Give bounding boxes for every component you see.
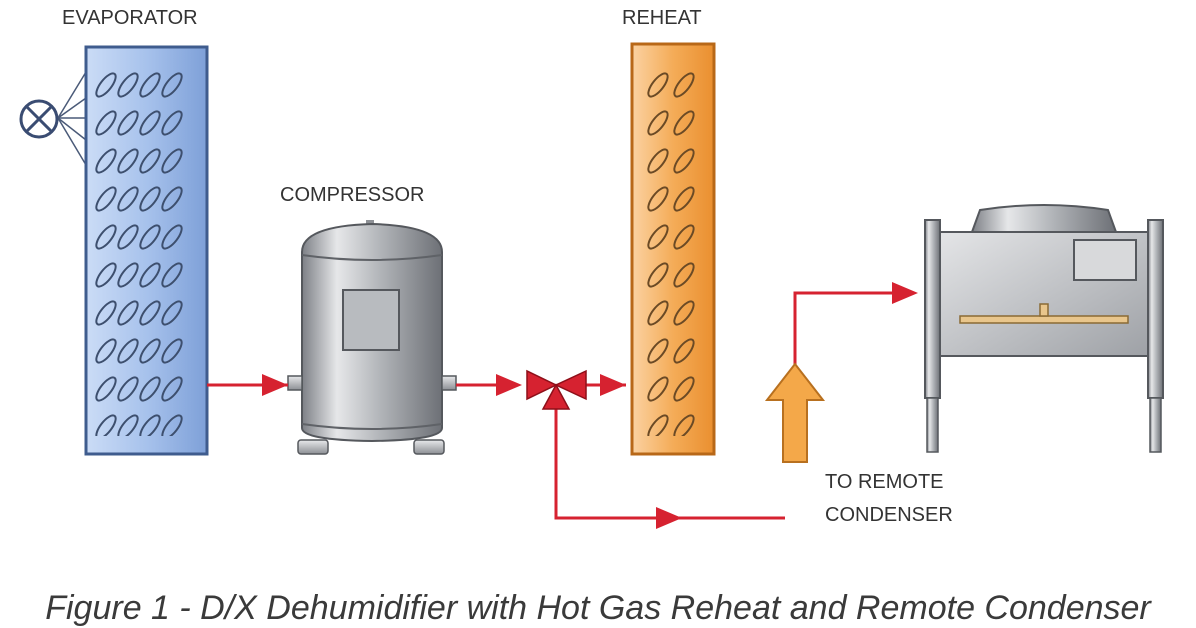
remote-condenser-label-line2: CONDENSER — [825, 504, 953, 526]
reheat-coil — [630, 42, 716, 456]
compressor — [287, 220, 457, 455]
three-way-valve-icon — [526, 369, 587, 410]
flow-arrowheads — [262, 282, 918, 529]
evaporator-coil — [84, 45, 209, 456]
remote-condenser — [924, 204, 1164, 453]
figure-caption: Figure 1 - D/X Dehumidifier with Hot Gas… — [45, 589, 1151, 627]
to-remote-condenser-arrow — [764, 362, 826, 463]
remote-condenser-label-line1: TO REMOTE — [825, 471, 944, 493]
reheat-label: REHEAT — [622, 7, 702, 29]
evaporator-label: EVAPORATOR — [62, 7, 198, 29]
compressor-label: COMPRESSOR — [280, 184, 424, 206]
expansion-valve-icon — [19, 71, 87, 166]
